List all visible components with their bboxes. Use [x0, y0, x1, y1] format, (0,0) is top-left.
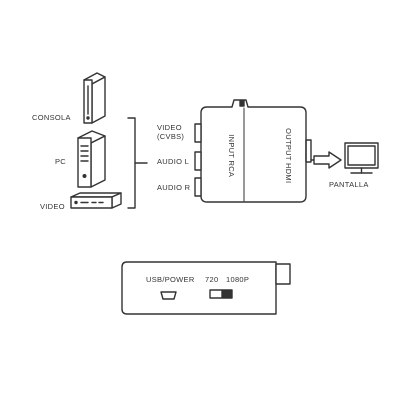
converter-side-view [121, 261, 291, 315]
panel-label-input-rca: INPUT RCA [226, 134, 236, 178]
display-label: PANTALLA [329, 180, 369, 189]
game-console-icon [83, 72, 106, 124]
resolution-switch-icon [209, 289, 233, 299]
tv-monitor-icon [344, 142, 379, 174]
input-label-audio-r: AUDIO R [157, 183, 191, 192]
usb-power-label: USB/POWER [146, 275, 195, 284]
input-label-video: VIDEO [157, 123, 182, 132]
res-720-label: 720 [205, 275, 219, 284]
mini-usb-port-icon [160, 291, 177, 300]
hdmi-port-icon [305, 139, 312, 163]
source-bracket [127, 117, 136, 209]
rca-to-hdmi-converter [200, 99, 312, 203]
video-player-icon [70, 192, 122, 209]
input-label-cvbs: (CVBS) [157, 132, 185, 141]
pc-tower-icon [77, 130, 106, 188]
rca-jack-icon [194, 123, 202, 197]
panel-label-output-hdmi: OUTPUT HDMI [283, 128, 293, 184]
source-label-consola: CONSOLA [32, 113, 71, 122]
output-arrow [310, 151, 342, 169]
input-label-audio-l: AUDIO L [157, 157, 190, 166]
status-led-icon [239, 100, 245, 107]
hdmi-plug-icon [275, 263, 291, 285]
source-label-video: VIDEO [40, 202, 65, 211]
res-1080-label: 1080P [226, 275, 250, 284]
source-label-pc: PC [55, 157, 67, 166]
